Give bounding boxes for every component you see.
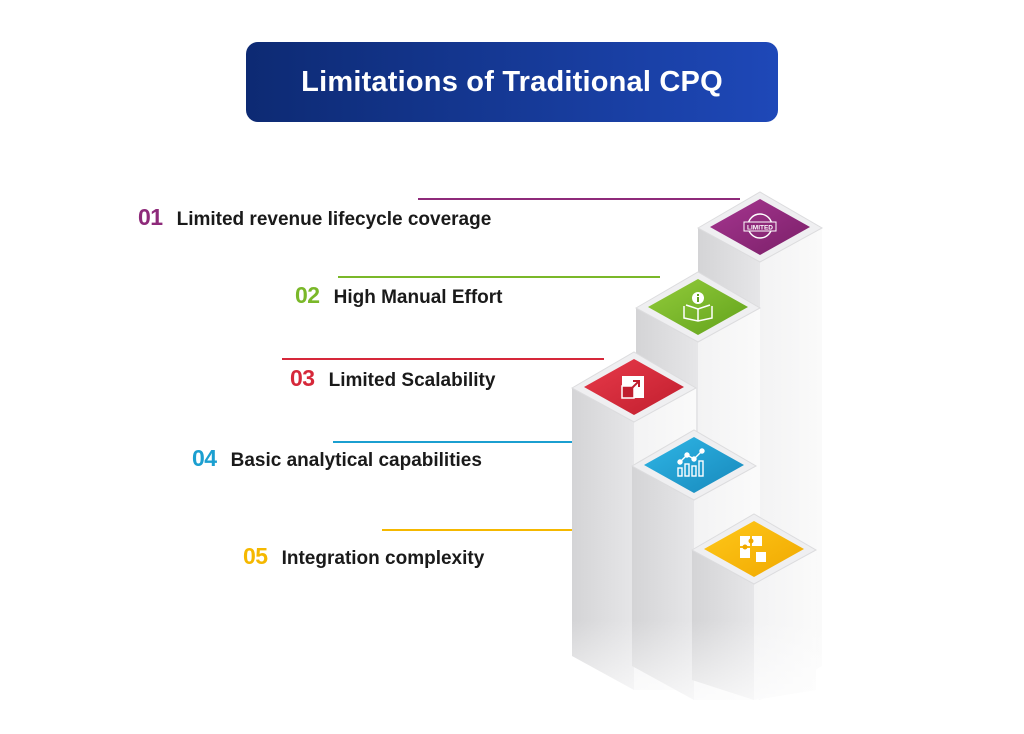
page-title: Limitations of Traditional CPQ: [301, 65, 723, 98]
title-banner: Limitations of Traditional CPQ: [246, 42, 778, 122]
step-05-tile: [704, 521, 804, 577]
item-number: 01: [138, 204, 163, 230]
item-label: Integration complexity: [281, 548, 485, 569]
connector-line-05: [382, 529, 704, 531]
limitation-item-02: 02 High Manual Effort: [295, 282, 502, 309]
item-number: 03: [290, 365, 315, 391]
step-02-tile: [648, 279, 748, 335]
item-label: Limited revenue lifecycle coverage: [176, 209, 492, 230]
connector-line-04: [333, 441, 655, 443]
limitation-item-04: 04 Basic analytical capabilities: [192, 445, 482, 472]
item-label: Basic analytical capabilities: [230, 450, 482, 471]
puzzle-pieces-icon: [740, 536, 766, 562]
connector-line-01: [418, 198, 740, 200]
analytics-chart-icon: [677, 448, 705, 477]
item-number: 05: [243, 543, 268, 569]
item-label: High Manual Effort: [333, 287, 503, 308]
limitation-item-01: 01 Limited revenue lifecycle coverage: [138, 204, 491, 231]
limitation-item-05: 05 Integration complexity: [243, 543, 484, 570]
stamp-text: LIMITED: [747, 225, 773, 232]
connector-line-03: [282, 358, 604, 360]
item-number: 04: [192, 445, 217, 471]
manual-book-info-icon: [683, 292, 713, 322]
step-04-tile: [644, 437, 744, 493]
scale-arrow-icon: [621, 376, 644, 399]
item-number: 02: [295, 282, 320, 308]
connector-line-02: [338, 276, 660, 278]
limited-stamp-icon: LIMITED: [743, 213, 777, 239]
limitation-item-03: 03 Limited Scalability: [290, 365, 495, 392]
item-label: Limited Scalability: [328, 370, 496, 391]
